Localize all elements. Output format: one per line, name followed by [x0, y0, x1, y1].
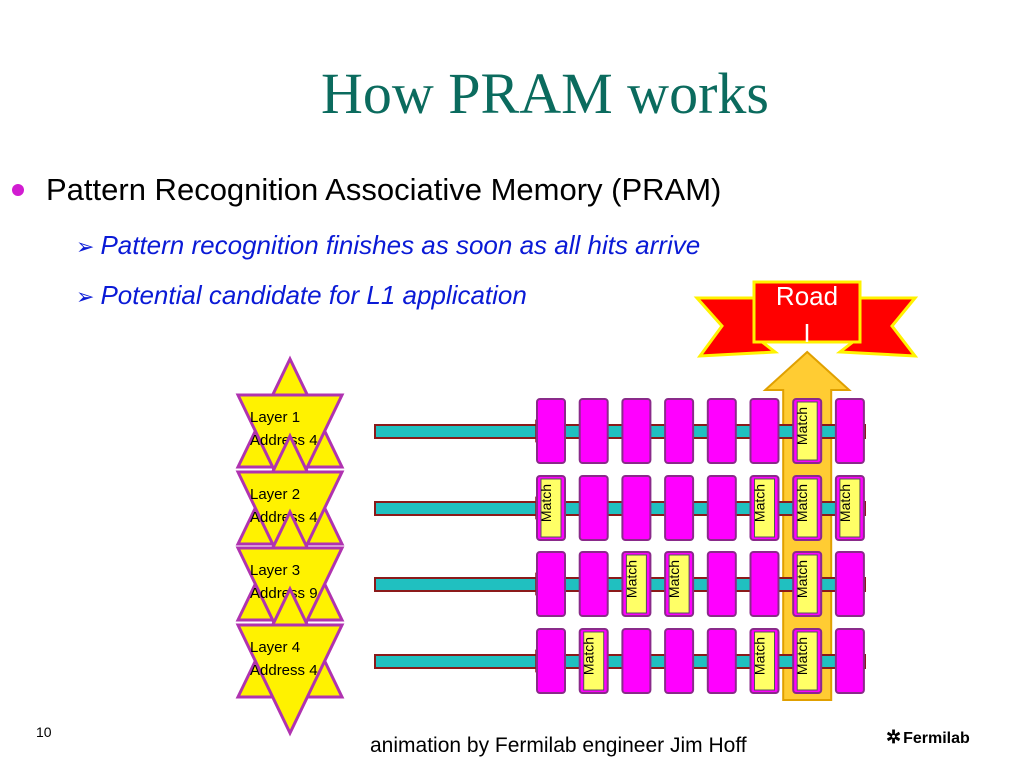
pattern-row: Match Match Match Layer 3 Address 9: [235, 508, 866, 660]
layer-label: Layer 4: [250, 639, 300, 656]
layer-address: Address 4: [250, 662, 318, 679]
match-cell: [796, 554, 818, 614]
memory-cell: [706, 398, 737, 464]
layer-label: Layer 1: [250, 409, 300, 426]
pattern-row: Match Layer 1 Address 4: [235, 355, 866, 507]
memory-cell: [834, 398, 865, 464]
credit-text: animation by Fermilab engineer Jim Hoff: [370, 734, 747, 757]
layer-label: Layer 2: [250, 486, 300, 503]
page-number: 10: [36, 724, 52, 740]
memory-cell: [749, 551, 780, 617]
layer-address: Address 4: [250, 432, 318, 449]
bus-bar: [374, 501, 866, 516]
pattern-row: Match Match Match Layer 4 Address 4: [235, 585, 866, 737]
bus-bar: [374, 577, 866, 592]
fermilab-logo: ✲Fermilab: [886, 727, 970, 748]
match-cell: [754, 631, 775, 691]
match-cell: [839, 478, 861, 538]
match-label: Match: [752, 637, 768, 675]
memory-cell: [621, 475, 652, 541]
match-label: Match: [752, 484, 768, 522]
bus-bar: [374, 654, 866, 669]
slide-title: How PRAM works: [321, 61, 769, 126]
match-label: Match: [538, 484, 554, 522]
match-cell: [668, 554, 690, 614]
match-label: Match: [623, 560, 639, 598]
sub-bullet-1: ➢Pattern recognition finishes as soon as…: [76, 230, 700, 261]
match-label: Match: [794, 637, 810, 675]
bus-bar: [374, 424, 866, 439]
match-cell: [796, 631, 818, 691]
memory-cell: [834, 551, 865, 617]
memory-cell: [578, 398, 609, 464]
layer-address: Address 9: [250, 585, 318, 602]
fermilab-logo-icon: ✲: [886, 727, 902, 747]
match-label: Match: [581, 637, 597, 675]
match-label: Match: [794, 407, 810, 445]
match-cell: [583, 631, 605, 691]
sub-bullet-2: ➢Potential candidate for L1 application: [76, 280, 527, 311]
memory-cell: [749, 398, 780, 464]
memory-cell: [664, 398, 695, 464]
memory-cell: [536, 398, 566, 464]
banner-center: [752, 280, 862, 344]
memory-cell: [664, 475, 695, 541]
main-bullet: Pattern Recognition Associative Memory (…: [12, 172, 721, 208]
layer-address: Address 4: [250, 509, 318, 526]
match-cell: [625, 554, 647, 614]
road-label: Road: [776, 281, 838, 311]
arrow-bullet-icon: ➢: [76, 284, 95, 309]
memory-cell: [621, 398, 652, 464]
bullet-dot-icon: [12, 183, 24, 196]
match-label: Match: [794, 560, 810, 598]
memory-cell: [578, 475, 609, 541]
memory-cell: [664, 628, 695, 694]
memory-cell: [706, 551, 737, 617]
match-label: Match: [794, 484, 810, 522]
memory-cell: [621, 628, 652, 694]
layer-label: Layer 3: [250, 562, 300, 579]
arrow-bullet-icon: ➢: [76, 234, 95, 259]
match-cell: [796, 401, 818, 461]
match-cell: [754, 478, 775, 538]
memory-cell: [536, 628, 566, 694]
memory-cell: [706, 628, 737, 694]
match-cell: [796, 478, 818, 538]
match-label: Match: [666, 560, 682, 598]
sub-bullet-1-text: Pattern recognition finishes as soon as …: [100, 230, 701, 260]
memory-cell: [706, 475, 737, 541]
match-cell: [540, 478, 562, 538]
main-bullet-text: Pattern Recognition Associative Memory (…: [46, 172, 722, 207]
road-label-line2: I: [803, 318, 810, 348]
memory-cell: [834, 628, 865, 694]
match-label: Match: [837, 484, 853, 522]
memory-cell: [578, 551, 609, 617]
memory-cell: [536, 551, 566, 617]
sub-bullet-2-text: Potential candidate for L1 application: [100, 280, 527, 310]
fermilab-logo-text: Fermilab: [903, 730, 970, 747]
layer-star-down: [235, 623, 345, 737]
